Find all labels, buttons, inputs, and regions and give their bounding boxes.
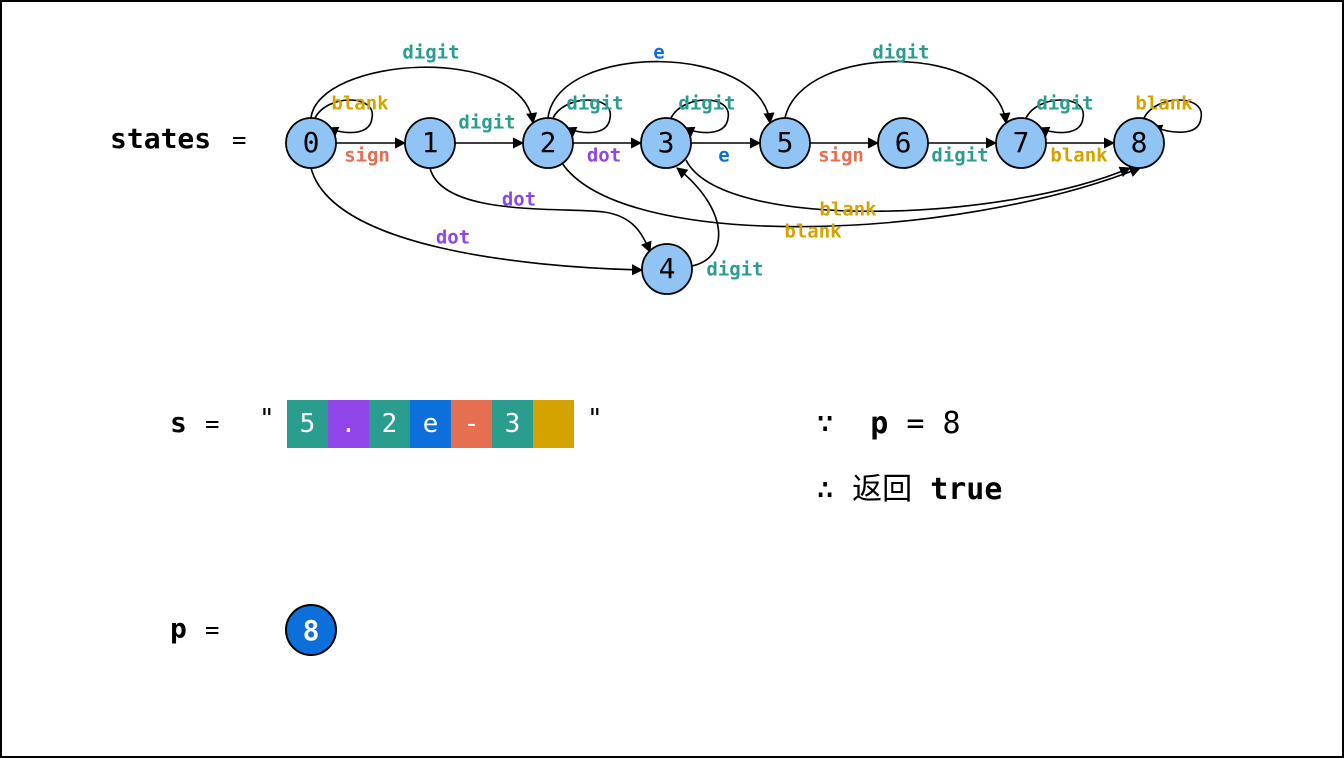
edge-5-to-7 [784, 60, 1011, 125]
string-cell-6 [533, 400, 574, 448]
string-cell-2: 2 [369, 400, 410, 448]
because-var: p [870, 406, 889, 441]
edge-label-3-to-5: e [718, 145, 729, 167]
edge-7-to-7 [1025, 99, 1084, 138]
string-cell-4: - [451, 400, 492, 448]
string-cell-3: e [410, 400, 451, 448]
s-label: s [170, 406, 187, 439]
state-node-3 [640, 117, 692, 169]
states-label: states [110, 122, 212, 155]
edge-1-to-4 [429, 167, 652, 254]
p-label: p [170, 612, 187, 645]
state-node-7 [995, 117, 1047, 169]
state-node-5 [759, 117, 811, 169]
string-cell-0: 5 [287, 400, 328, 448]
edge-label-1-to-2: digit [458, 112, 515, 134]
edge-3-to-3 [670, 99, 729, 138]
therefore-line: ∴ 返回 true [816, 464, 1002, 508]
string-cell-1: . [328, 400, 369, 448]
edge-2-to-5 [547, 60, 775, 125]
state-label-0: 0 [303, 126, 320, 159]
therefore-value: true [930, 472, 1003, 507]
state-label-6: 6 [895, 126, 912, 159]
state-label-4: 4 [659, 252, 676, 285]
therefore-symbol: ∴ [816, 472, 835, 507]
pointer-circle: 8 [285, 604, 337, 656]
edge-label-8-to-8: blank [1135, 93, 1193, 115]
edge-label-0-to-0: blank [331, 93, 389, 115]
edge-label-2-to-5: e [653, 42, 664, 64]
state-node-1 [404, 117, 456, 169]
edge-label-0-to-4: dot [436, 227, 470, 249]
state-node-8 [1113, 117, 1165, 169]
state-label-7: 7 [1013, 126, 1030, 159]
edge-label-4-to-3: digit [706, 259, 763, 281]
state-node-0 [285, 117, 337, 169]
state-node-6 [877, 117, 929, 169]
edge-label-2-to-2: digit [566, 93, 623, 115]
because-value: 8 [942, 406, 961, 441]
edge-0-to-2 [310, 66, 538, 125]
edge-label-5-to-6: sign [818, 145, 864, 167]
edge-label-7-to-8: blank [1050, 145, 1108, 167]
edge-3-to-8 [685, 159, 1132, 212]
state-label-5: 5 [777, 126, 794, 159]
state-label-3: 3 [658, 126, 675, 159]
state-node-4 [641, 243, 693, 295]
state-label-8: 8 [1131, 126, 1148, 159]
edge-2-to-2 [552, 99, 611, 138]
edge-label-1-to-4: dot [502, 189, 536, 211]
edge-label-3-to-3: digit [678, 93, 735, 115]
because-symbol: ∵ [816, 406, 835, 441]
edge-label-2-to-8: blank [784, 221, 842, 243]
state-label-2: 2 [540, 126, 557, 159]
state-label-1: 1 [422, 126, 439, 159]
states-equals: = [232, 126, 247, 154]
because-op: = [906, 406, 925, 441]
string-cell-5: 3 [492, 400, 533, 448]
edge-label-0-to-1: sign [344, 145, 390, 167]
state-node-2 [522, 117, 574, 169]
edge-label-2-to-3: dot [587, 145, 621, 167]
close-quote: " [587, 404, 603, 434]
edge-0-to-4 [310, 167, 644, 276]
edge-0-to-0 [314, 99, 373, 138]
because-line: ∵ p = 8 [816, 406, 961, 441]
edge-2-to-8 [561, 162, 1142, 228]
edge-label-5-to-7: digit [872, 42, 929, 64]
edge-4-to-3 [676, 167, 720, 267]
open-quote: " [259, 404, 275, 434]
edge-label-3-to-8: blank [819, 199, 877, 221]
edge-label-6-to-7: digit [931, 145, 988, 167]
state-machine-graph: 0 1 2 3 5 6 7 8 4 sign digit blank dot digit dot digit… [285, 42, 1202, 295]
therefore-text: 返回 [852, 472, 913, 507]
s-equals: = [205, 410, 220, 438]
p-equals: = [205, 616, 220, 644]
edge-8-to-8 [1143, 99, 1202, 136]
edge-label-7-to-7: digit [1036, 93, 1093, 115]
edge-label-0-to-2: digit [402, 42, 459, 64]
